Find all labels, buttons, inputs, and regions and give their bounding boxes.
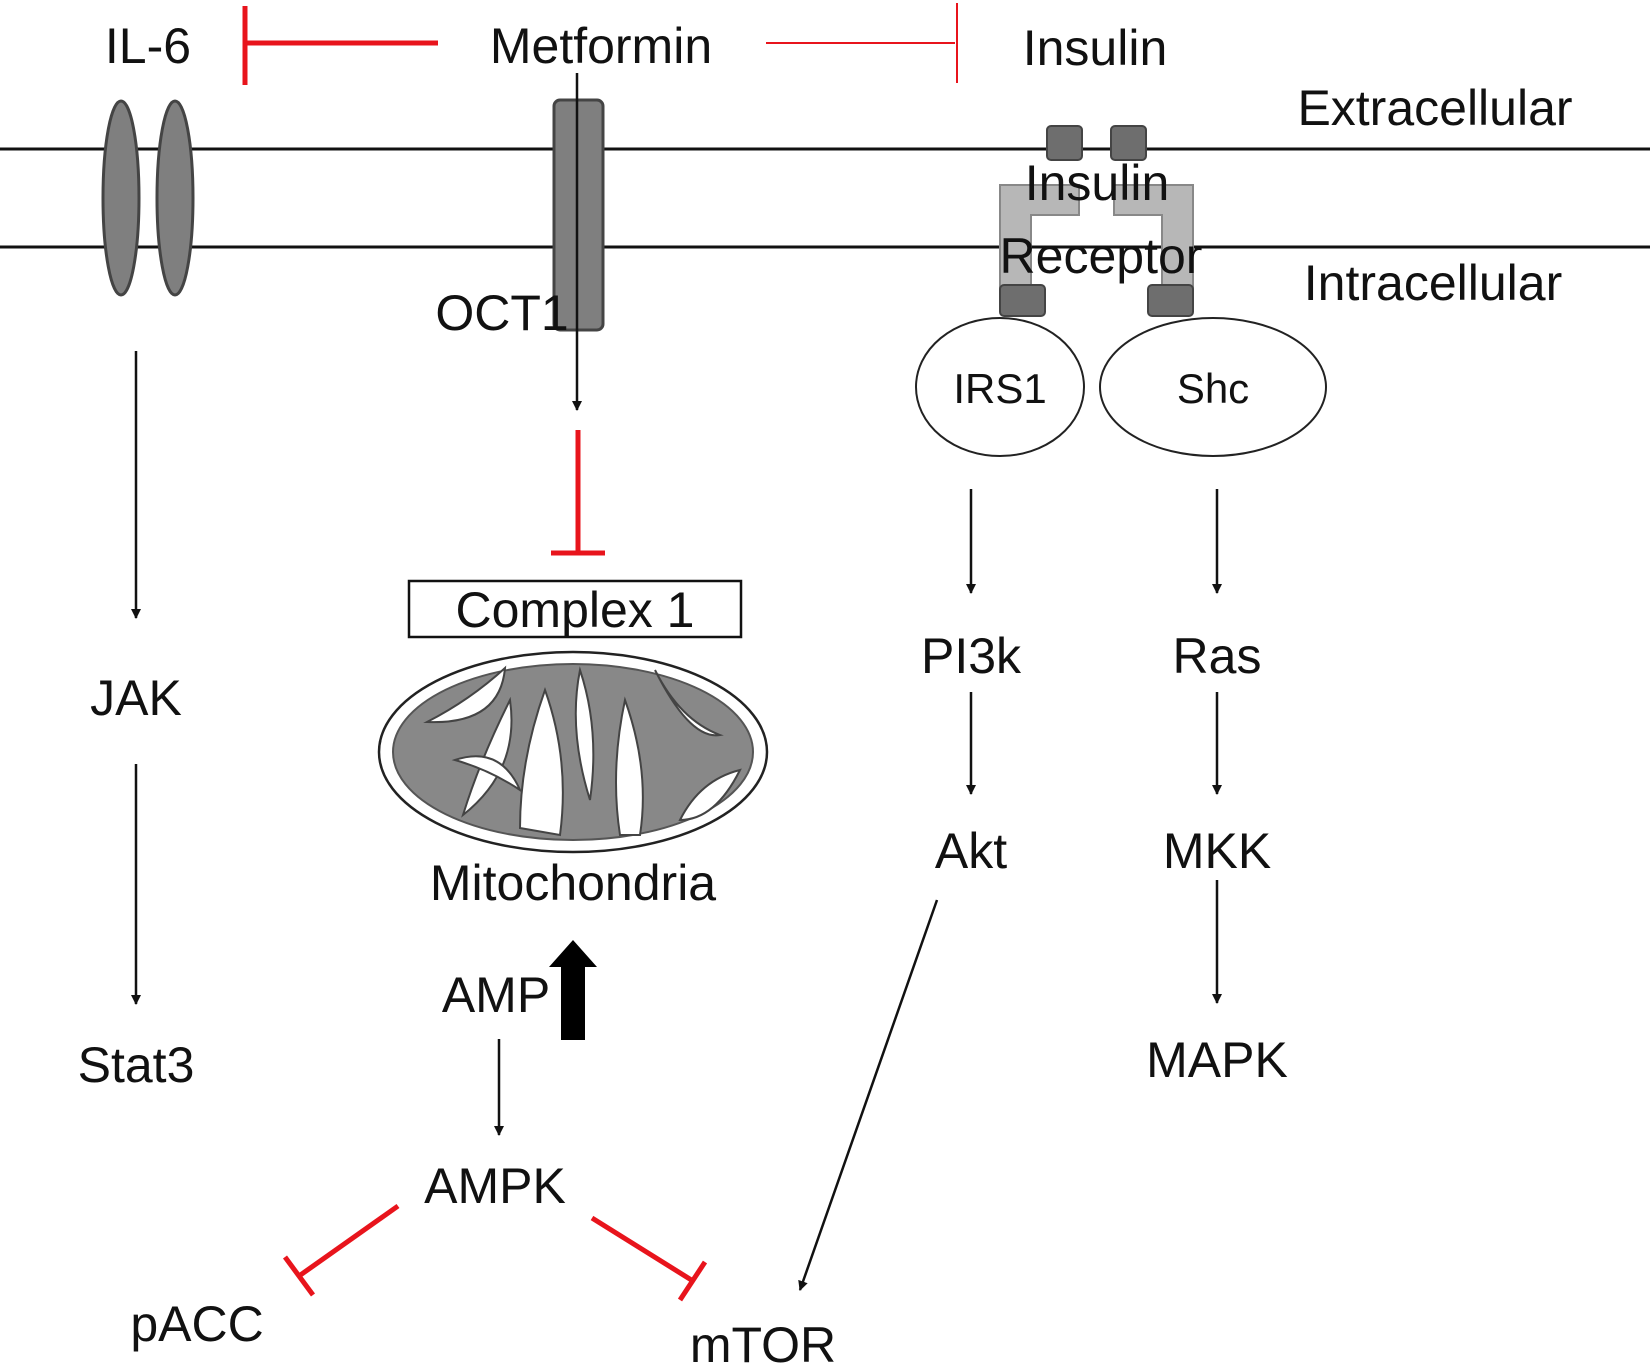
label-akt: Akt — [935, 823, 1007, 879]
shc-node — [1099, 317, 1327, 457]
label-mkk: MKK — [1163, 823, 1271, 879]
label-irs1: IRS1 — [953, 365, 1046, 412]
activation-edges — [131, 73, 1222, 1291]
label-il6: IL-6 — [105, 18, 191, 74]
amp-increase-arrow — [549, 940, 597, 1040]
insulin-receptor — [999, 125, 1194, 317]
label-shc: Shc — [1177, 365, 1249, 412]
label-intracellular: Intracellular — [1304, 255, 1562, 311]
oct1-transporter — [552, 98, 605, 332]
label-insulin: Insulin — [1023, 20, 1168, 76]
mitochondria-icon — [377, 650, 769, 854]
label-oct1: OCT1 — [435, 285, 568, 341]
inhibition-edges — [242, 3, 958, 1302]
label-pacc: pACC — [130, 1296, 263, 1352]
label-jak: JAK — [90, 670, 182, 726]
il6-receptor — [101, 99, 195, 297]
label-complex1: Complex 1 — [456, 582, 695, 638]
label-insulin-receptor-line2: Receptor — [1000, 228, 1203, 284]
complex1-box — [407, 579, 743, 639]
label-extracellular: Extracellular — [1297, 80, 1572, 136]
label-pi3k: PI3k — [921, 628, 1022, 684]
label-mtor: mTOR — [690, 1317, 836, 1368]
label-mitochondria: Mitochondria — [430, 855, 716, 911]
label-mapk: MAPK — [1146, 1032, 1288, 1088]
label-metformin: Metformin — [490, 18, 712, 74]
label-insulin-receptor-line1: Insulin — [1025, 155, 1170, 211]
label-ampk: AMPK — [424, 1158, 566, 1214]
label-stat3: Stat3 — [78, 1037, 195, 1093]
label-ras: Ras — [1173, 628, 1262, 684]
label-amp: AMP — [442, 967, 550, 1023]
irs1-node — [915, 317, 1085, 457]
